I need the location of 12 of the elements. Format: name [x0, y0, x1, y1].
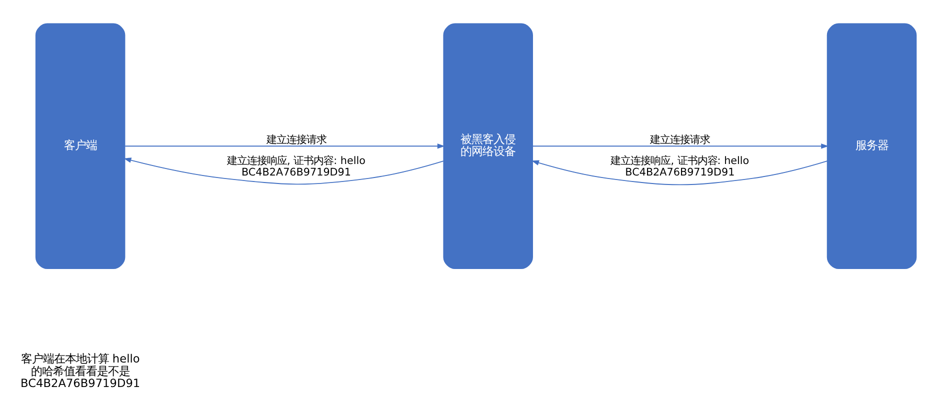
edge-label: 建立连接请求 [650, 134, 710, 146]
node-box: 服务器 [826, 22, 917, 268]
node-box: 被黑客入侵的网络设备 [443, 22, 533, 268]
arrow [124, 157, 444, 184]
label: 客户端在本地计算 hello 的哈希值看看是不是 BC4B2A76B9719D91 [20, 351, 140, 390]
edge-label: 建立连接响应, 证书内容: hello BC4B2A76B9719D91 [610, 154, 750, 178]
edge-label: 建立连接响应, 证书内容: hello BC4B2A76B9719D91 [227, 154, 366, 178]
arrow [532, 143, 829, 148]
edge-label: 建立连接请求 [266, 134, 326, 146]
arrow [124, 143, 445, 148]
arrow [531, 160, 828, 185]
node-box: 客户端 [35, 22, 126, 268]
